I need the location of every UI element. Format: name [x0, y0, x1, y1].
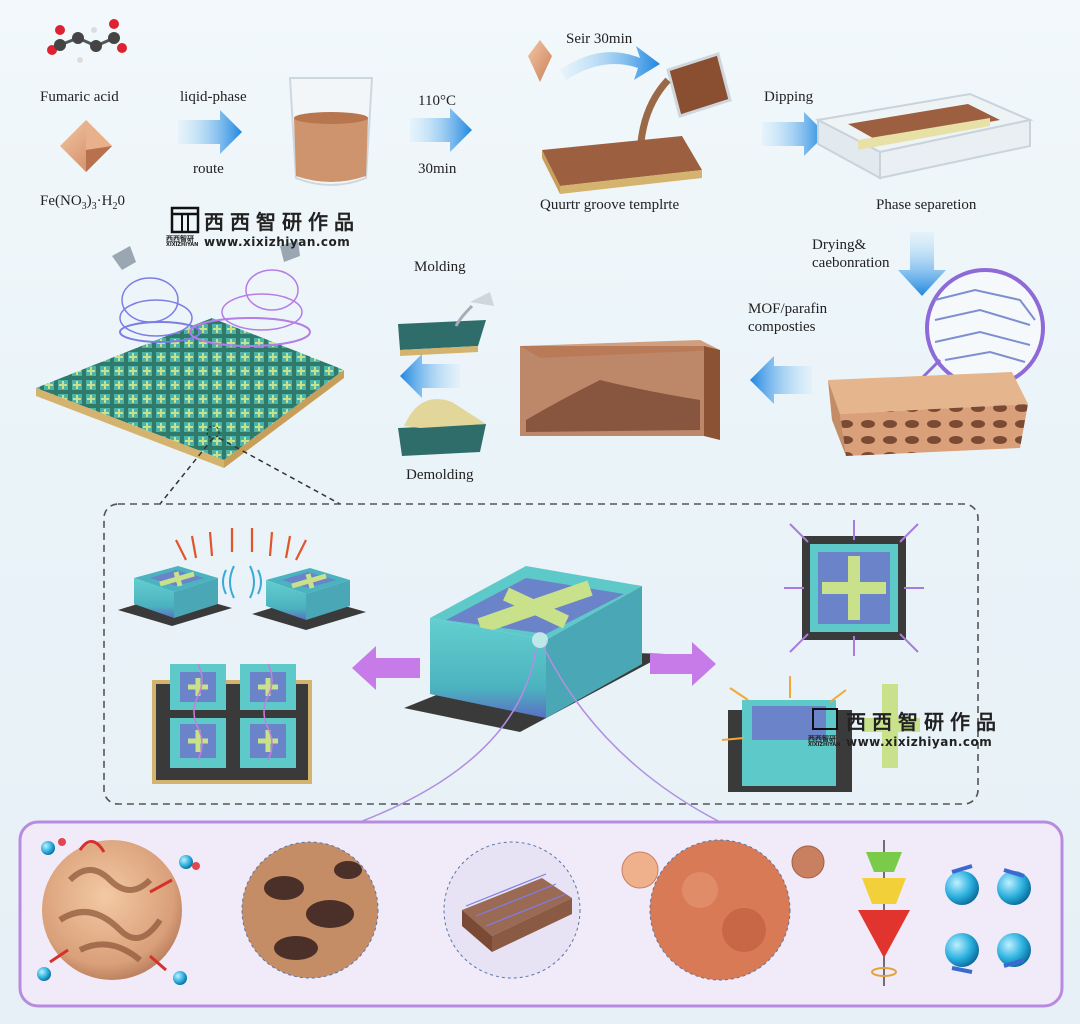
- label-drying: Drying&: [812, 236, 866, 254]
- groove-template: [542, 136, 702, 194]
- emitter-icon: [112, 246, 200, 342]
- wave-icon: [223, 566, 261, 598]
- arrow-icon: [352, 646, 420, 690]
- arrow-icon: [750, 356, 812, 404]
- incident-arrows: [176, 528, 306, 560]
- sphere-composite: [242, 842, 378, 978]
- sphere-network: [444, 842, 580, 978]
- arrow-icon: [178, 110, 242, 154]
- label-mof-paraffin: MOF/parafin: [748, 300, 827, 318]
- demolding-plate: [398, 399, 486, 456]
- arrow-icon: [560, 46, 660, 80]
- label-temperature: 110°C: [418, 92, 456, 110]
- label-carbonization: caebonration: [812, 254, 889, 272]
- unit-cell-small: [252, 568, 366, 630]
- sponge-block: [828, 372, 1028, 456]
- fe-salt-end: 0: [118, 193, 126, 209]
- label-composites: composties: [748, 318, 816, 336]
- unit-cell-array: [152, 664, 312, 784]
- fe-salt-base: Fe(NO: [40, 193, 82, 209]
- watermark-cn: 西西智研作品: [204, 206, 360, 235]
- arrow-icon: [898, 232, 946, 296]
- label-demolding: Demolding: [406, 466, 474, 484]
- arrow-icon: [650, 642, 716, 686]
- arrow-icon: [762, 112, 826, 156]
- logo-icon: [172, 208, 198, 232]
- logo-icon: [812, 708, 838, 730]
- beaker-icon: [290, 78, 372, 185]
- fe-salt-h: ·H: [97, 193, 113, 209]
- watermark-cn: 西西智研作品: [846, 706, 1002, 735]
- label-molding: Molding: [414, 258, 466, 276]
- unit-cell-small: [118, 566, 232, 626]
- label-template: Quurtr groove templrte: [540, 196, 679, 214]
- composite-block: [520, 340, 720, 440]
- unit-cell-large: [404, 566, 666, 732]
- zoom-network: [920, 270, 1043, 386]
- molecule-icon: [47, 19, 127, 63]
- logo-sub: XIXIZHIYAN: [166, 242, 198, 248]
- crystal-icon: [60, 120, 112, 172]
- logo-sub: XIXIZHIYAN: [808, 742, 840, 748]
- tray: [818, 94, 1030, 178]
- label-liquid-phase: liqid-phase: [180, 88, 247, 106]
- label-dipping: Dipping: [764, 88, 813, 106]
- arrow-icon: [410, 108, 472, 152]
- watermark-url: www.xixizhiyan.com: [846, 735, 1002, 749]
- arrow-icon: [400, 354, 460, 398]
- label-stir: Seir 30min: [566, 30, 632, 48]
- watermark-url: www.xixizhiyan.com: [204, 235, 360, 249]
- watermark: 西西智研作品 www.xixizhiyan.com: [204, 206, 360, 249]
- label-phase-separation: Phase separetion: [876, 196, 976, 214]
- watermark: 西西智研作品 www.xixizhiyan.com: [846, 706, 1002, 749]
- label-fe-salt: Fe(NO3)3·H20: [40, 192, 125, 216]
- label-fumaric-acid: Fumaric acid: [40, 88, 119, 106]
- crystal-icon: [528, 40, 552, 82]
- unit-cell-top-view: [784, 520, 924, 656]
- label-time: 30min: [418, 160, 456, 178]
- label-route: route: [193, 160, 224, 178]
- molding-plate: [398, 292, 494, 356]
